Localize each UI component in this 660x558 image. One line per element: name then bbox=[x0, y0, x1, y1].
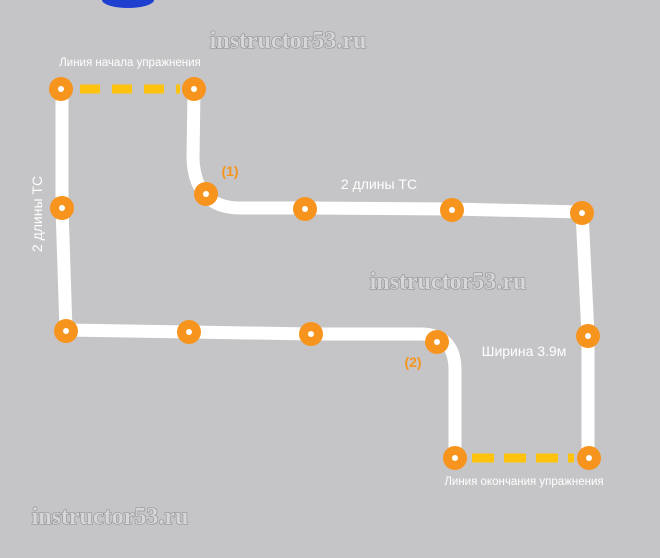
traffic-cone-center bbox=[58, 86, 64, 92]
watermark-top: instructor53.ru bbox=[210, 28, 367, 54]
width-label: Ширина 3.9м bbox=[482, 343, 567, 359]
traffic-cone-center bbox=[63, 328, 69, 334]
watermark-middle: instructor53.ru bbox=[370, 269, 527, 295]
traffic-cone-center bbox=[585, 333, 591, 339]
length-top-label: 2 длины ТС bbox=[341, 176, 417, 192]
start-line-label: Линия начала упражнения bbox=[59, 57, 201, 69]
traffic-cone-center bbox=[203, 191, 209, 197]
traffic-cone-center bbox=[434, 339, 440, 345]
traffic-cone-center bbox=[302, 206, 308, 212]
watermark-bottom: instructor53.ru bbox=[32, 504, 189, 530]
car-icon bbox=[102, 0, 154, 8]
traffic-cone-center bbox=[586, 455, 592, 461]
traffic-cone-center bbox=[186, 329, 192, 335]
cones bbox=[49, 77, 601, 470]
length-side-label: 2 длины ТС bbox=[29, 176, 45, 252]
end-line-label: Линия окончания упражнения bbox=[444, 476, 603, 488]
traffic-cone-center bbox=[449, 207, 455, 213]
marker-1-label: (1) bbox=[221, 163, 238, 179]
marker-2-label: (2) bbox=[404, 354, 421, 370]
traffic-cone-center bbox=[452, 455, 458, 461]
traffic-cone-center bbox=[579, 210, 585, 216]
traffic-cone-center bbox=[59, 205, 65, 211]
traffic-cone-center bbox=[191, 86, 197, 92]
traffic-cone-center bbox=[308, 331, 314, 337]
